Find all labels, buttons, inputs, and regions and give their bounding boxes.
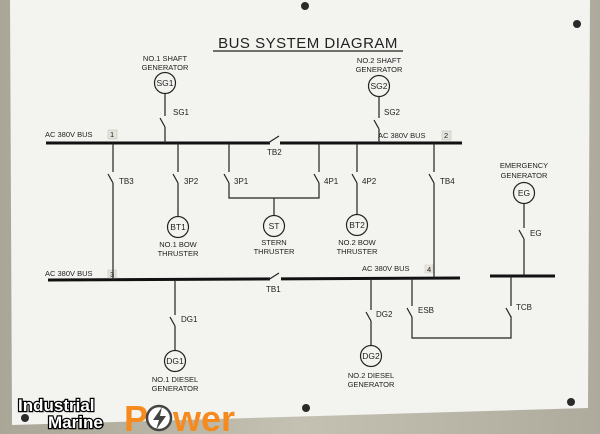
- bus2-tag: 2: [444, 131, 448, 140]
- bus4-label: AC 380V BUS: [362, 264, 410, 273]
- dg2-name-2: GENERATOR: [348, 380, 395, 389]
- tb4-label: TB4: [440, 177, 455, 186]
- dg1-name: NO.1 DIESEL: [152, 375, 198, 384]
- bus1-tag: 1: [110, 130, 114, 139]
- screw-icon: [21, 414, 29, 422]
- eg-breaker[interactable]: [518, 204, 525, 276]
- screw-icon: [302, 404, 310, 412]
- esb-tcb-tie[interactable]: [406, 276, 512, 339]
- tcb-label: TCB: [516, 303, 532, 312]
- sg1-name: NO.1 SHAFT: [143, 54, 188, 63]
- sg1-generator-symbol: [153, 71, 177, 95]
- dg2-name: NO.2 DIESEL: [348, 371, 394, 380]
- sg2-breaker-label: SG2: [384, 108, 401, 117]
- watermark-logo: Industrial Marine P wer: [17, 395, 235, 434]
- logo-letters-wer: wer: [172, 398, 235, 434]
- bt2-motor-symbol: [345, 213, 369, 237]
- sg2-name-2: GENERATOR: [356, 65, 403, 74]
- tb1-label: TB1: [266, 285, 281, 294]
- sg1-symbol-label: SG1: [156, 78, 173, 88]
- screw-icon: [567, 398, 575, 406]
- esb-label: ESB: [418, 306, 434, 315]
- dg2-symbol-label: DG2: [362, 351, 380, 361]
- bt2-symbol-label: BT2: [349, 220, 365, 230]
- diagram-title: BUS SYSTEM DIAGRAM: [218, 35, 398, 52]
- screw-icon: [301, 2, 309, 10]
- tb2-label: TB2: [267, 148, 282, 157]
- stern-thruster-feeders[interactable]: [223, 143, 320, 215]
- dg1-generator-symbol: [163, 349, 187, 373]
- 4p2-label: 4P2: [362, 177, 377, 186]
- sg2-generator-symbol: [367, 74, 391, 98]
- tb4-breaker[interactable]: [428, 143, 435, 278]
- tb3-breaker[interactable]: [107, 143, 114, 280]
- bus3-label: AC 380V BUS: [45, 269, 93, 278]
- eg-generator-symbol: [512, 181, 536, 205]
- logo-word-marine: Marine: [48, 413, 103, 432]
- bt2-name-2: THRUSTER: [337, 247, 378, 256]
- bt1-symbol-label: BT1: [170, 222, 186, 232]
- dg2-generator-symbol: [359, 344, 383, 368]
- dg1-breaker[interactable]: [169, 280, 176, 350]
- bus2-label: AC 380V BUS: [378, 131, 426, 140]
- bus3-tag: 3: [110, 270, 114, 279]
- dg2-breaker-label: DG2: [376, 310, 393, 319]
- tb1-switch[interactable]: [267, 272, 280, 281]
- sg1-breaker[interactable]: [159, 94, 166, 143]
- 3p1-label: 3P1: [234, 177, 249, 186]
- sg2-breaker[interactable]: [373, 97, 380, 143]
- eg-name-2: GENERATOR: [501, 171, 548, 180]
- bt1-name-2: THRUSTER: [158, 249, 199, 258]
- bus4-tag: 4: [427, 265, 431, 274]
- bus1-label: AC 380V BUS: [45, 130, 93, 139]
- eg-breaker-label: EG: [530, 229, 542, 238]
- st-motor-symbol: [262, 214, 286, 238]
- panel-board: [10, 0, 590, 425]
- 4p2-breaker[interactable]: [351, 143, 358, 214]
- bt1-name: NO.1 BOW: [159, 240, 197, 249]
- st-name: STERN: [261, 238, 286, 247]
- dg1-name-2: GENERATOR: [152, 384, 199, 393]
- 3p2-label: 3P2: [184, 177, 199, 186]
- dg1-breaker-label: DG1: [181, 315, 198, 324]
- eg-symbol-label: EG: [518, 188, 530, 198]
- logo-letter-p: P: [124, 398, 148, 434]
- 3p2-breaker[interactable]: [172, 143, 179, 216]
- logo-word-industrial: Industrial: [18, 396, 95, 415]
- st-symbol-label: ST: [269, 221, 280, 231]
- sg1-name-2: GENERATOR: [142, 63, 189, 72]
- sg2-symbol-label: SG2: [370, 81, 387, 91]
- bus-3-4: [47, 276, 461, 282]
- eg-name: EMERGENCY: [500, 161, 548, 170]
- sg2-name: NO.2 SHAFT: [357, 56, 402, 65]
- sg1-breaker-label: SG1: [173, 108, 190, 117]
- bt2-name: NO.2 BOW: [338, 238, 376, 247]
- dg1-symbol-label: DG1: [166, 356, 184, 366]
- 4p1-label: 4P1: [324, 177, 339, 186]
- bt1-motor-symbol: [166, 215, 190, 239]
- tb2-switch[interactable]: [267, 135, 280, 144]
- dg2-breaker[interactable]: [365, 278, 372, 345]
- panel-screws: [21, 2, 581, 422]
- st-name-2: THRUSTER: [254, 247, 295, 256]
- tb3-label: TB3: [119, 177, 134, 186]
- screw-icon: [573, 20, 581, 28]
